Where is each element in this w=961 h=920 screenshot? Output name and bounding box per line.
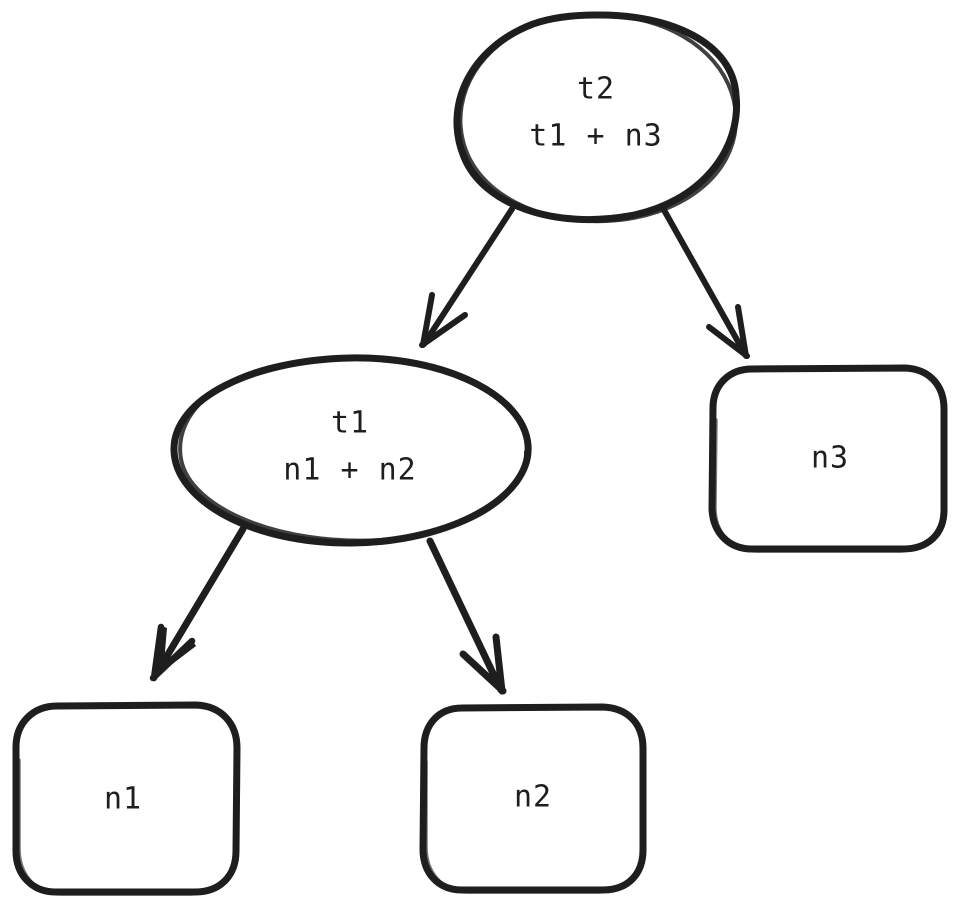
node-n1-outline (12, 701, 241, 896)
node-n1-outline-sketch (17, 758, 194, 896)
node-t1[interactable]: t1 n1 + n2 (170, 354, 532, 547)
node-n2[interactable]: n2 (419, 703, 647, 894)
edge-t1-to-n1-arrowhead-stroke (149, 623, 196, 682)
node-n2-outline-sketch (424, 760, 602, 894)
node-n3-outline-sketch (713, 418, 903, 553)
edge-t2-to-t1[interactable] (419, 206, 515, 348)
node-n2-title: n2 (514, 780, 552, 815)
edge-t2-to-n3[interactable] (661, 207, 750, 359)
node-n2-outline (419, 703, 647, 894)
node-t2-title: t2 (577, 72, 615, 107)
node-t2[interactable]: t2 t1 + n3 (453, 11, 741, 224)
node-n3[interactable]: n3 (708, 364, 948, 553)
edge-t1-to-n1-line (151, 525, 247, 680)
edge-t1-to-n2-arrowhead (459, 633, 507, 695)
node-t1-outline-sketch (178, 358, 529, 543)
edge-t2-to-n3-arrowhead (706, 304, 750, 359)
node-t2-outline-sketch (458, 16, 739, 224)
node-n3-title: n3 (811, 441, 849, 476)
edge-t1-to-n2-line (426, 537, 505, 694)
edge-t2-to-t1-line (421, 206, 515, 347)
node-n3-outline (708, 364, 948, 553)
node-t2-expression: t1 + n3 (529, 119, 662, 154)
node-n1-title: n1 (104, 782, 142, 817)
edge-t2-to-t1-arrowhead (419, 292, 468, 348)
edge-t1-to-n1[interactable] (149, 525, 247, 682)
node-t1-title: t1 (331, 406, 369, 441)
node-n1[interactable]: n1 (12, 701, 241, 896)
node-t1-expression: n1 + n2 (283, 453, 416, 488)
edge-t1-to-n2[interactable] (426, 537, 507, 695)
edge-t2-to-n3-line (661, 207, 748, 357)
